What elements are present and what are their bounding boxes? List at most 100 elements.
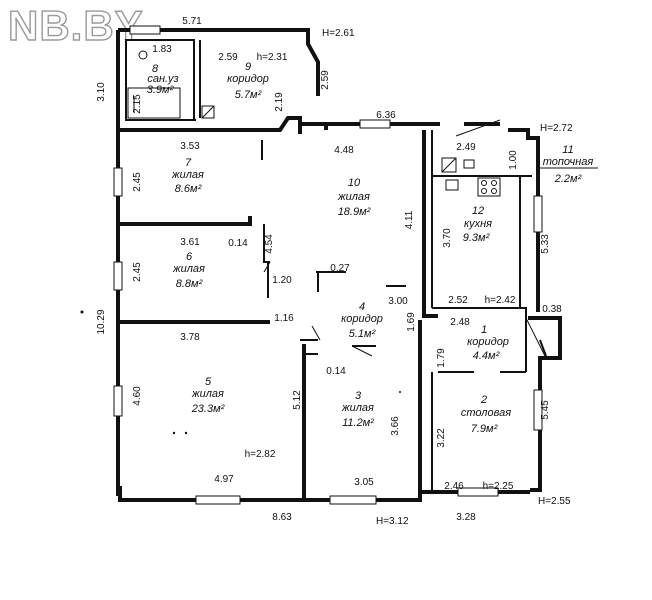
dim-height-label: h=2.31 — [257, 52, 288, 63]
room-number: 9 — [245, 61, 251, 73]
outer-walls — [116, 28, 562, 502]
room-number: 7 — [185, 157, 192, 169]
room-name: коридор — [341, 313, 383, 325]
dim-label: 3.53 — [180, 141, 200, 152]
dim-label: 0.27 — [330, 263, 350, 274]
room-name: топочная — [543, 156, 594, 168]
dim-height-label: H=2.55 — [538, 496, 571, 507]
dim-label: 0.14 — [326, 366, 346, 377]
room-name: жилая — [191, 388, 224, 400]
dim-label: 3.00 — [388, 296, 408, 307]
dim-height-label: H=2.72 — [540, 123, 573, 134]
dim-label: 1.20 — [272, 275, 292, 286]
room-name: коридор — [227, 73, 269, 85]
fixtures — [127, 50, 501, 197]
dim-label: 0.14 — [228, 238, 248, 249]
room-area: 11.2м² — [342, 417, 374, 429]
dim-height-label: H=3.12 — [376, 516, 409, 527]
bathtub-icon — [127, 87, 181, 119]
room-label-1: 1 коридор 4.4м² — [467, 324, 509, 362]
room-area: 7.9м² — [471, 423, 498, 435]
room-label-2: 2 столовая 7.9м² — [461, 394, 511, 435]
dim-label: 8.63 — [272, 512, 292, 523]
room-area: 23.3м² — [191, 403, 225, 415]
windows — [113, 25, 543, 505]
room-label-9: 9 коридор 5.7м² — [227, 61, 269, 101]
room-name: жилая — [171, 169, 204, 181]
room-name: сан.уз — [147, 73, 178, 85]
dim-height-label: h=2.25 — [483, 481, 514, 492]
toilet-icon — [138, 50, 148, 60]
dimension-labels-vertical: 3.10 2.15 2.59 2.19 2.45 4.11 1.00 3.70 … — [96, 70, 551, 448]
watermark-logo: NB.BY — [8, 2, 144, 49]
boiler-icon — [441, 157, 457, 173]
dim-label: 0.38 — [542, 304, 562, 315]
room-number: 8 — [152, 63, 159, 75]
room-area: 9.3м² — [463, 232, 490, 244]
dim-label: 3.66 — [390, 416, 401, 436]
room-label-4: 4 коридор 5.1м² — [341, 301, 383, 340]
room-label-12: 12 кухня 9.3м² — [463, 205, 492, 244]
stove-icon — [477, 177, 501, 197]
dim-label: 5.45 — [540, 400, 551, 420]
sink-kitchen-icon — [445, 179, 459, 191]
room-label-8: 8 сан.уз 3.9м² — [147, 63, 179, 96]
dim-label: 3.70 — [442, 228, 453, 248]
room-area: 3.9м² — [147, 84, 174, 96]
dim-label: 2.49 — [456, 142, 476, 153]
room-area: 18.9м² — [338, 206, 371, 218]
room-number: 11 — [562, 144, 573, 156]
room-area: 8.6м² — [175, 183, 202, 195]
dim-label: 10.29 — [96, 309, 107, 334]
room-name: жилая — [172, 263, 205, 275]
dim-label: 3.28 — [456, 512, 476, 523]
room-area: 5.7м² — [235, 89, 262, 101]
dim-label: 5.71 — [182, 16, 202, 27]
room-name: коридор — [467, 336, 509, 348]
dim-label: 2.59 — [218, 52, 238, 63]
room-label-6: 6 жилая 8.8м² — [172, 251, 205, 290]
room-label-10: 10 жилая 18.9м² — [337, 177, 371, 218]
dim-label: 3.78 — [180, 332, 200, 343]
dim-label: 4.60 — [132, 386, 143, 406]
dim-label: 2.45 — [132, 172, 143, 192]
dim-label: 6.36 — [376, 110, 396, 121]
dim-label: 3.05 — [354, 477, 374, 488]
dim-label: 5.33 — [540, 234, 551, 254]
dim-label: 1.79 — [436, 348, 447, 368]
dim-height-label: H=2.61 — [322, 28, 355, 39]
room-label-7: 7 жилая 8.6м² — [171, 157, 204, 195]
dimension-labels: 5.71 H=2.61 1.83 2.59 h=2.31 6.36 H=2.72… — [152, 16, 573, 527]
room-number: 4 — [359, 301, 365, 313]
room-number: 10 — [348, 177, 361, 189]
dim-label: 2.59 — [320, 70, 331, 90]
dim-height-label: h=2.42 — [485, 295, 516, 306]
room-name: столовая — [461, 407, 511, 419]
dim-label: 4.48 — [334, 145, 354, 156]
door-lines — [263, 119, 547, 359]
dim-label: 3.10 — [96, 82, 107, 102]
room-name: жилая — [341, 402, 374, 414]
dim-label: 1.69 — [406, 312, 417, 332]
room-number: 12 — [472, 205, 484, 217]
interior-walls — [118, 39, 547, 500]
dim-label: 2.46 — [444, 481, 464, 492]
room-label-5: 5 жилая 23.3м² — [191, 376, 225, 415]
dim-label: 4.97 — [214, 474, 234, 485]
room-number: 6 — [186, 251, 193, 263]
room-number: 5 — [205, 376, 212, 388]
room-area: 4.4м² — [473, 350, 500, 362]
dim-label: 2.19 — [274, 92, 285, 112]
room-name: жилая — [337, 191, 370, 203]
sink-icon — [201, 105, 215, 119]
room-area: 2.2м² — [554, 173, 582, 185]
room-number: 2 — [480, 394, 487, 406]
dim-label: 1.16 — [274, 313, 294, 324]
room-name: кухня — [464, 218, 492, 230]
room-label-11: 11 топочная 2.2м² — [540, 144, 598, 185]
room-number: 3 — [355, 390, 362, 402]
dim-label: 2.52 — [448, 295, 468, 306]
room-number: 1 — [481, 324, 487, 336]
dim-height-label: h=2.82 — [245, 449, 276, 460]
